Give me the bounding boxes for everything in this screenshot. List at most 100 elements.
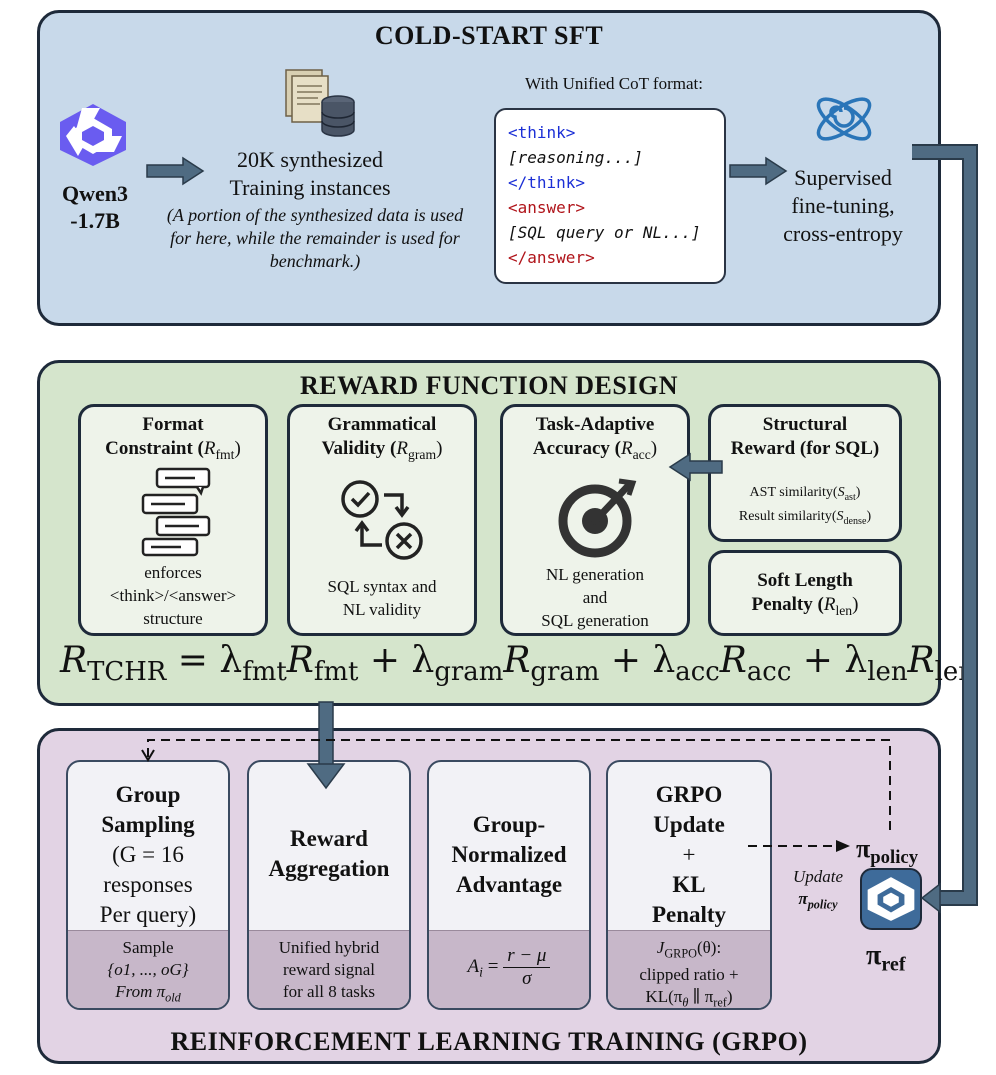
acc-card-title: Task-Adaptive Accuracy (Racc) <box>503 413 687 467</box>
code-answer-open: <answer> <box>508 198 586 217</box>
grpo-title-line5: Penalty <box>651 902 727 927</box>
group-sampling-detail-line2: responses <box>103 872 193 897</box>
update-label-line2: πpolicy <box>782 888 854 915</box>
grpo-kl: KL(πθ ∥ πref) <box>645 987 733 1010</box>
formula-r-gram: gram <box>530 657 600 688</box>
format-card-title: Format Constraint (Rfmt) <box>81 413 265 467</box>
gram-desc-line2: NL validity <box>342 600 422 619</box>
format-desc-line2: <think>/<answer> <box>109 586 237 605</box>
soft-length-penalty-card: Soft Length Penalty (Rlen) <box>708 550 902 636</box>
acc-desc-line1: NL generation <box>545 565 645 584</box>
format-desc-line1: enforces <box>144 563 202 582</box>
len-subscript: len <box>835 602 853 618</box>
acc-subscript: acc <box>632 446 651 462</box>
advantage-numerator: r − μ <box>503 945 551 968</box>
grpo-objective: JGRPO(θ): <box>608 937 770 964</box>
gram-desc-line1: SQL syntax and <box>327 577 437 596</box>
advantage-title-line1: Group- <box>472 812 546 837</box>
formula-r-acc: acc <box>746 657 792 688</box>
acc-title-line2: Accuracy (Racc) <box>532 438 658 462</box>
chat-bubbles-icon <box>141 467 211 557</box>
acc-card-desc: NL generation and SQL generation <box>503 563 687 632</box>
advantage-title-line2: Normalized <box>451 842 567 867</box>
gram-title-text: Validity ( <box>321 438 397 459</box>
rl-title: REINFORCEMENT LEARNING TRAINING (GRPO) <box>170 1027 808 1056</box>
group-sampling-detail-line3: Per query) <box>99 902 197 927</box>
grpo-update-footer: JGRPO(θ): clipped ratio + KL(πθ ∥ πref) <box>608 930 770 1008</box>
advantage-title-line3: Advantage <box>455 872 563 897</box>
pi-ref-label: πref <box>866 940 906 977</box>
grpo-clipped: clipped ratio + <box>639 965 739 985</box>
reward-title: REWARD FUNCTION DESIGN <box>300 371 678 400</box>
sft-method-line2: fine-tuning, <box>791 193 895 218</box>
grpo-j-rest: (θ): <box>696 938 722 957</box>
grpo-title-line4: KL <box>672 872 706 897</box>
reward-aggregation-title-line2: Aggregation <box>268 856 390 881</box>
grpo-update-card: GRPO Update + KL Penalty JGRPO(θ): clipp… <box>606 760 772 1010</box>
formula-r-len: len <box>934 657 975 688</box>
code-sql-or-nl: [SQL query or NL...] <box>508 223 701 242</box>
pi-policy-symbol: π <box>856 834 871 863</box>
reward-aggregation-desc2: reward signal <box>282 960 376 979</box>
sft-method-line3: cross-entropy <box>783 221 903 246</box>
reference-model-badge <box>860 868 922 930</box>
training-data-line1: 20K synthesized <box>236 147 384 172</box>
advantage-formula: Ai = r − μ σ <box>429 930 589 1008</box>
sft-method-label: Supervised fine-tuning, cross-entropy <box>778 164 908 248</box>
group-sampling-footer: Sample {o1, ..., oG} From πold <box>68 930 228 1008</box>
struct-title-line1: Structural <box>762 414 848 435</box>
struct-card-title: Structural Reward (for SQL) <box>711 413 899 461</box>
formula-lambda-acc: acc <box>675 657 720 688</box>
gram-title-line1: Grammatical <box>327 414 437 435</box>
code-answer-close: </answer> <box>508 248 595 267</box>
code-think-close: </think> <box>508 173 586 192</box>
model-name-line2: -1.7B <box>70 208 120 233</box>
grpo-kl-sub: ref <box>713 995 727 1010</box>
grpo-j-sub: GRPO <box>664 946 697 961</box>
code-reasoning: [reasoning...] <box>508 148 643 167</box>
group-sampling-detail-line1: (G = 16 <box>112 842 184 867</box>
group-normalized-advantage-card: Group- Normalized Advantage Ai = r − μ σ <box>427 760 591 1010</box>
format-title-line1: Format <box>142 414 204 435</box>
task-adaptive-accuracy-card: Task-Adaptive Accuracy (Racc) NL generat… <box>500 404 690 636</box>
len-title-line2: Penalty (Rlen) <box>751 594 859 618</box>
reward-aggregation-title-line1: Reward <box>290 826 368 851</box>
grpo-j: J <box>656 938 665 957</box>
tchr-formula: RTCHR = λfmtRfmt + λgramRgram + λaccRacc… <box>60 640 975 688</box>
reward-aggregation-desc3: for all 8 tasks <box>282 982 376 1001</box>
grammatical-validity-card: Grammatical Validity (Rgram) SQL syntax … <box>287 404 477 636</box>
reward-aggregation-desc1: Unified hybrid <box>278 938 380 957</box>
advantage-title: Group- Normalized Advantage <box>429 810 589 900</box>
update-policy-label: Update πpolicy <box>782 866 854 915</box>
gram-card-desc: SQL syntax and NL validity <box>290 575 474 621</box>
sft-method-line1: Supervised <box>794 165 892 190</box>
pi-ref-symbol: π <box>866 940 882 971</box>
group-sampling-title: Group Sampling (G = 16 responses Per que… <box>68 780 228 930</box>
update-label-pi: π <box>798 889 808 908</box>
formula-lhs-sub: TCHR <box>87 657 167 688</box>
model-name-line1: Qwen3 <box>62 181 128 206</box>
len-title-text: Penalty ( <box>751 594 824 615</box>
struct-desc-line1: AST similarity(Sast) <box>749 485 861 503</box>
struct-card-desc: AST similarity(Sast) Result similarity(S… <box>711 483 899 531</box>
code-think-open: <think> <box>508 123 576 142</box>
len-symbol: R <box>823 594 836 615</box>
arrow-structural-to-accuracy <box>668 452 723 482</box>
acc-desc-line3: SQL generation <box>541 611 649 630</box>
sample-label: Sample <box>122 938 174 957</box>
struct-desc2-text: Result similarity( <box>738 508 837 524</box>
acc-title-text: Accuracy ( <box>532 438 621 459</box>
qwen-logo-icon <box>60 104 126 166</box>
grpo-title-line2: Update <box>653 812 725 837</box>
group-sampling-title-line2: Sampling <box>101 812 195 837</box>
structural-reward-card: Structural Reward (for SQL) AST similari… <box>708 404 902 542</box>
sample-source: From πold <box>68 981 228 1008</box>
update-label-sub: policy <box>807 897 838 912</box>
struct-title-line2: Reward (for SQL) <box>730 438 880 459</box>
grpo-title-plus: + <box>682 842 696 867</box>
len-card-title: Soft Length Penalty (Rlen) <box>711 569 899 623</box>
struct-desc2-sub: dense <box>843 515 867 527</box>
grpo-title-line1: GRPO <box>655 782 723 807</box>
format-symbol: R <box>203 438 216 459</box>
formula-lambda-gram: gram <box>434 657 504 688</box>
